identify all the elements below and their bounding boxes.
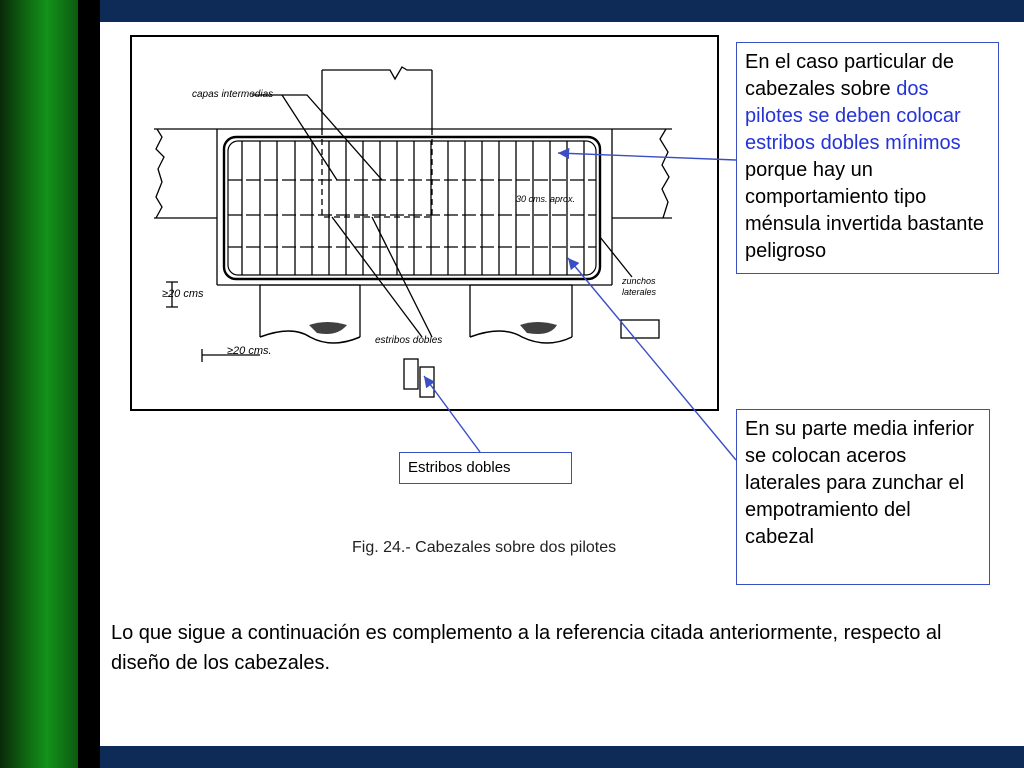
callout-top-text-2: porque hay un comportamiento tipo ménsul… [745,159,985,262]
label-spacing: 30 cms. aprox. [516,194,575,204]
callout-dos-pilotes: En el caso particular de cabezales sobre… [736,42,999,274]
pile-cap-drawing: capas intermedias 30 cms. aprox. zunchos… [154,66,672,398]
callout-aceros-laterales: En su parte media inferior se colocan ac… [736,409,990,585]
label-laterales: laterales [622,287,657,297]
bottom-navy-bar [100,746,1024,768]
label-estribos-dobles: estribos dobles [375,335,442,346]
label-dim-2: ≥20 cms. [227,345,272,357]
figure-caption: Fig. 24.- Cabezales sobre dos pilotes [352,539,617,556]
left-black-bar [78,0,100,768]
callout-top-text-1: En el caso particular de cabezales sobre [745,51,955,100]
label-dim-1: ≥20 cms [162,288,204,300]
label-zunchos: zunchos [621,276,656,286]
label-capas-intermedias: capas intermedias [192,89,273,100]
left-green-stripe [0,0,78,768]
callout-estribos-dobles: Estribos dobles [399,452,572,484]
callout-top-highlight: dos pilotes se deben colocar estribos do… [745,78,961,154]
technical-drawing: capas intermedias 30 cms. aprox. zunchos… [130,35,719,411]
top-navy-bar [100,0,1024,22]
body-paragraph: Lo que sigue a continuación es complemen… [111,622,942,674]
